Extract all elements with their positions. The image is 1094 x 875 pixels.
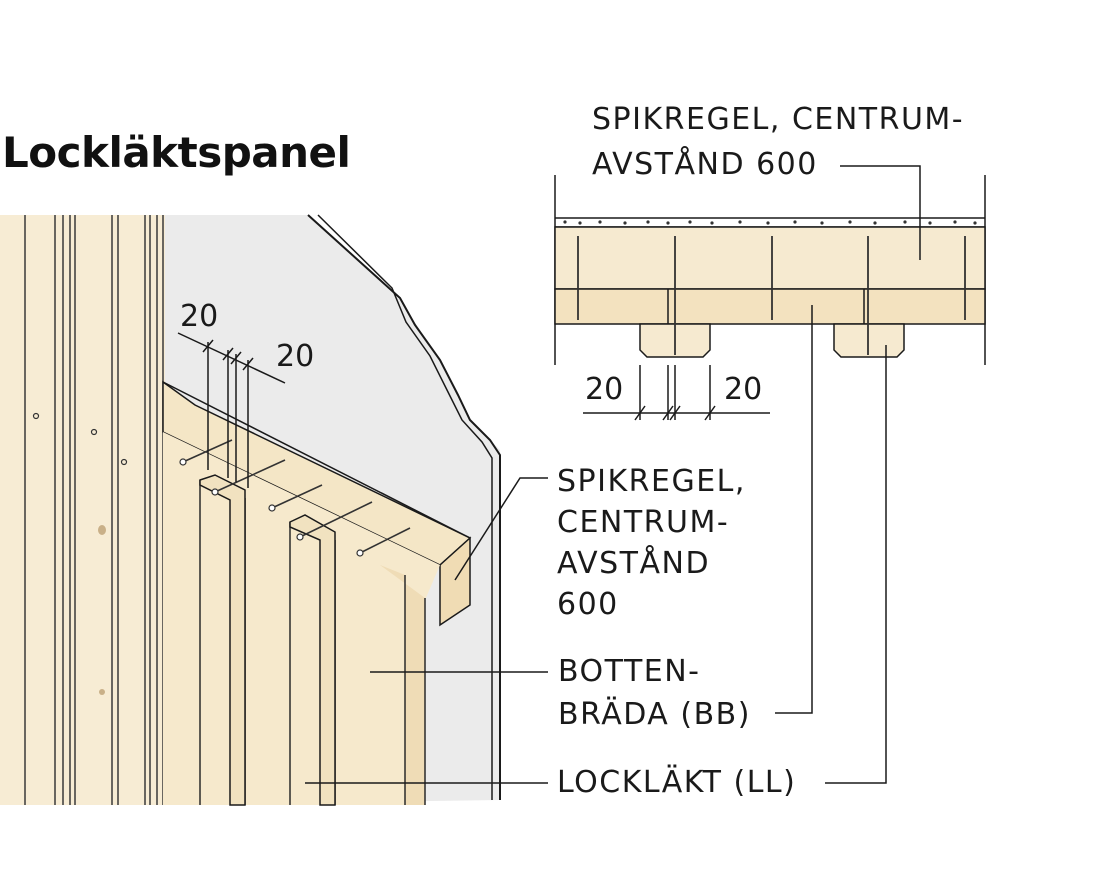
section-label-spikregel-line1: SPIKREGEL, CENTRUM- (592, 102, 965, 137)
detail-label-bottenbrada-line2: BRÄDA (BB) (558, 697, 751, 732)
detail-label-spikregel-line1: SPIKREGEL, (557, 464, 746, 499)
screw-heads (179, 458, 364, 557)
iso-leader-lines (305, 477, 548, 784)
section-dimension-left: 20 (585, 372, 624, 407)
bottenbrada-end (380, 565, 425, 805)
section-gravel-dots (563, 220, 977, 225)
locklakt-2 (289, 514, 336, 806)
section-bottenbrada (554, 288, 986, 325)
section-dimension-right: 20 (724, 372, 763, 407)
locklakt-1 (199, 474, 246, 806)
page-title: Lockläktspanel (2, 128, 351, 177)
iso-dimension-right: 20 (276, 339, 315, 374)
section-spikregel (554, 226, 986, 290)
detail-label-spikregel-line2: CENTRUM- (557, 505, 730, 540)
spikregel-end (439, 536, 471, 627)
iso-dimension-left: 20 (180, 299, 219, 334)
isometric-view (0, 214, 548, 806)
section-locklakt-2 (833, 323, 905, 358)
detail-label-spikregel-line3: AVSTÅND (557, 546, 711, 581)
iso-dimension-lines (177, 332, 286, 488)
section-screws (577, 236, 966, 355)
wall-edge-inner (317, 214, 493, 800)
detail-label-spikregel-line4: 600 (557, 587, 619, 622)
nail-holes (32, 412, 128, 466)
section-label-spikregel-line2: AVSTÅND 600 (592, 147, 818, 182)
section-leader-lines (775, 165, 921, 784)
detail-label-bottenbrada-line1: BOTTEN- (558, 654, 701, 689)
detail-label-locklakt: LOCKLÄKT (LL) (557, 765, 797, 800)
panel-boards-front (0, 215, 165, 805)
wall-edge (307, 214, 501, 800)
section-view (554, 165, 986, 784)
section-dimension-lines (583, 365, 770, 421)
